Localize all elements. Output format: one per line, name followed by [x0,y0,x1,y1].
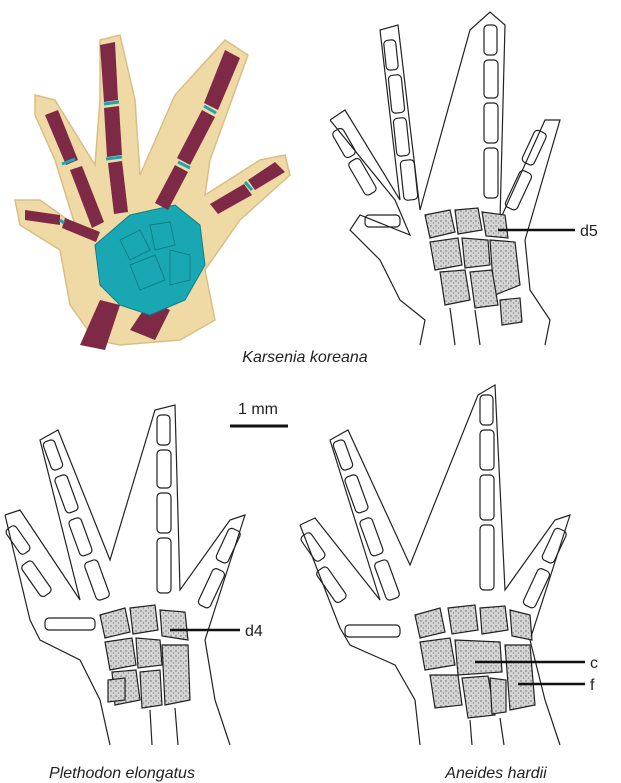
label-f: f [590,677,595,694]
carpals [100,605,190,708]
label-d5: d5 [580,223,598,240]
caption-karsenia: Karsenia koreana [242,349,368,366]
arm-bones [150,708,178,745]
caption-aneides: Aneides hardii [444,765,547,782]
hand-drawing-karsenia [330,12,560,345]
hand-drawing-aneides [299,385,570,745]
stained-hand-photo [15,35,290,350]
caption-plethodon: Plethodon elongatus [49,765,195,782]
phalanges [299,395,567,637]
arm-bones [470,718,504,745]
carpals [425,208,522,325]
scale-bar-label: 1 mm [238,401,278,418]
phalanges [4,415,241,630]
phalanges [331,25,547,227]
label-c: c [590,655,598,672]
hand-drawing-plethodon [4,405,245,745]
label-d4: d4 [245,623,263,640]
arm-bones [450,308,480,345]
